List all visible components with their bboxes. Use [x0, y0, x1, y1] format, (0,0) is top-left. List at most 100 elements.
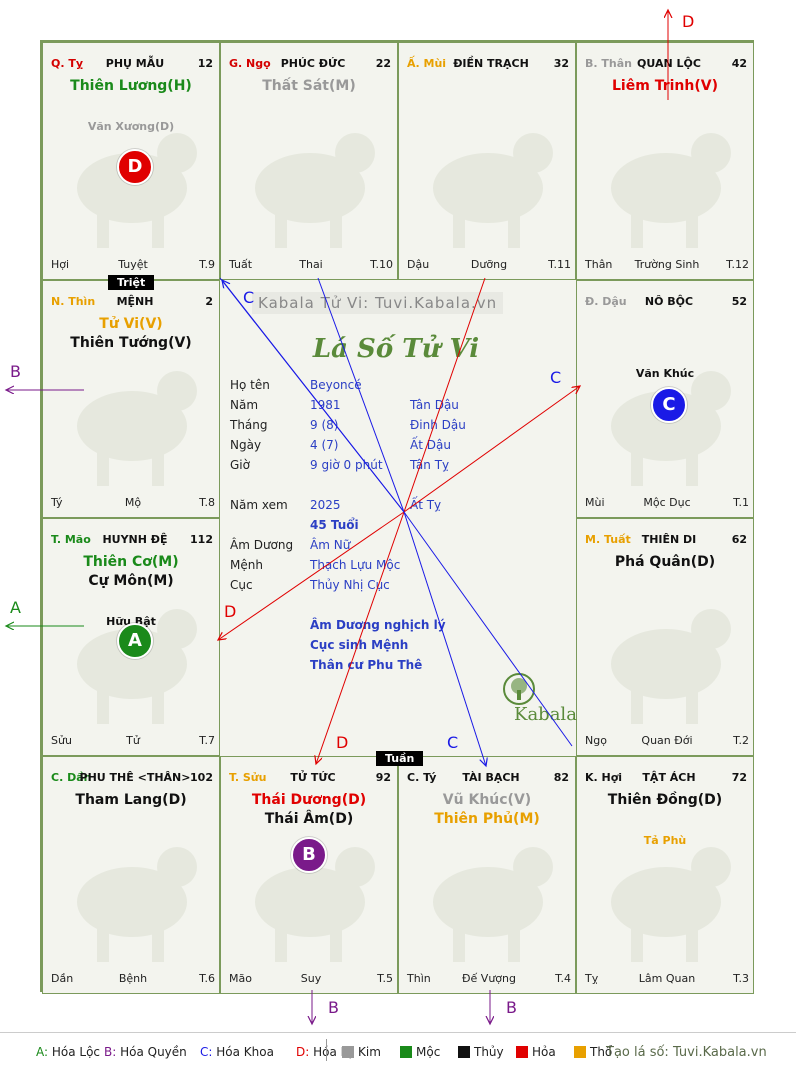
life-branch: Mùi	[585, 496, 605, 509]
life-branch: Mão	[229, 972, 252, 985]
element-legend: Thủy	[458, 1045, 504, 1059]
main-star: Cự Môn(M)	[88, 573, 174, 589]
zodiac-silhouette-icon	[611, 847, 731, 962]
info-value-alt: Tân Tỵ	[410, 458, 450, 472]
info-label: Giờ	[230, 458, 250, 472]
life-stage: Bệnh	[118, 972, 148, 985]
palace-branch: C. Tý	[407, 771, 437, 784]
period: T.5	[377, 972, 393, 985]
palace-number: 62	[731, 533, 747, 546]
footer-credit: Tạo lá số: Tuvi.Kabala.vn	[606, 1045, 767, 1060]
legend-item: B: Hóa Quyền	[104, 1045, 187, 1059]
life-stage: Dưỡng	[470, 258, 508, 271]
period: T.9	[199, 258, 215, 271]
palace-name: PHÚC ĐỨC	[280, 57, 346, 70]
life-stage: Thai	[299, 258, 323, 271]
main-star: Vũ Khúc(V)	[442, 792, 532, 808]
transformation-line	[317, 277, 405, 513]
zodiac-silhouette-icon	[255, 847, 375, 962]
life-stage: Trường Sinh	[634, 258, 700, 271]
legend-item: A: Hóa Lộc	[36, 1045, 101, 1059]
element-legend: Kim	[342, 1045, 381, 1059]
life-branch: Tuất	[229, 258, 253, 271]
palace-branch: T. Mão	[51, 533, 91, 546]
triet-tag: Triệt	[108, 275, 155, 290]
info-value-alt: Tân Dậu	[410, 398, 459, 412]
arrow-label-left-mid: A	[10, 598, 21, 617]
palace-branch: T. Sửu	[229, 771, 267, 784]
info-label: Ngày	[230, 438, 262, 452]
life-stage: Đế Vượng	[462, 972, 516, 985]
note: Âm Dương nghịch lý	[310, 618, 446, 632]
line-label-d2: D	[336, 733, 349, 752]
main-star: Thái Dương(D)	[251, 792, 367, 808]
palace-number: 12	[197, 57, 213, 70]
life-stage: Mộc Dục	[643, 496, 691, 509]
info-label: Họ tên	[230, 378, 270, 392]
transformation-badge: C	[651, 387, 687, 423]
info-label: Năm xem	[230, 498, 288, 512]
element-swatch-icon	[574, 1046, 586, 1058]
main-star: Thiên Tướng(V)	[70, 335, 192, 351]
palace-branch: Ấ. Mùi	[407, 57, 447, 70]
transformation-badge: B	[291, 837, 327, 873]
info-value: Thủy Nhị Cục	[310, 578, 390, 592]
info-value: Beyoncé	[310, 378, 362, 392]
main-star: Phá Quân(D)	[614, 554, 716, 570]
line-label-c1: C	[243, 288, 255, 307]
center-info: Kabala Tử Vi: Tuvi.Kabala.vn Lá Số Tử Vi…	[218, 278, 577, 754]
info-value: 2025	[310, 498, 341, 512]
palace-number: 22	[375, 57, 391, 70]
info-value-alt: Đinh Dậu	[410, 418, 466, 432]
arrow-label-bottom-left: B	[328, 998, 339, 1017]
palace-branch: Đ. Dậu	[585, 295, 627, 308]
main-stars: Thiên Lương(H)	[43, 77, 219, 96]
palace-branch: G. Ngọ	[229, 57, 271, 70]
period: T.6	[199, 972, 215, 985]
element-swatch-icon	[458, 1046, 470, 1058]
palace-branch: Q. Tỵ	[51, 57, 84, 70]
main-stars: Tham Lang(D)	[43, 791, 219, 810]
element-legend: Thổ	[574, 1045, 612, 1059]
transformation-line	[316, 511, 405, 764]
zodiac-silhouette-icon	[77, 371, 197, 486]
palace-name: NÔ BỘC	[644, 295, 694, 308]
element-swatch-icon	[516, 1046, 528, 1058]
life-branch: Tỵ	[585, 972, 599, 985]
palace-name: TẬT ÁCH	[642, 771, 696, 784]
palace-number: 102	[190, 771, 213, 784]
arrow-label-left-top: B	[10, 362, 21, 381]
legend-item: C: Hóa Khoa	[200, 1045, 274, 1059]
main-stars: Thái Dương(D) Thái Âm(D)	[221, 791, 397, 829]
palace-number: 92	[375, 771, 391, 784]
main-stars: Thất Sát(M)	[221, 77, 397, 96]
main-star: Thái Âm(D)	[264, 811, 354, 827]
zodiac-silhouette-icon	[433, 847, 553, 962]
arrow-label-bottom-right: B	[506, 998, 517, 1017]
transformation-line	[403, 277, 486, 513]
line-label-d1: D	[224, 602, 237, 621]
period: T.10	[370, 258, 393, 271]
period: T.1	[733, 496, 749, 509]
zodiac-silhouette-icon	[77, 847, 197, 962]
palace-name: PHỤ MẪU	[105, 57, 165, 70]
palace-name: PHU THÊ <THÂN>	[79, 771, 191, 784]
info-label: Âm Dương	[230, 538, 294, 552]
transformation-line	[218, 511, 405, 640]
zodiac-silhouette-icon	[77, 133, 197, 248]
main-star: Tham Lang(D)	[75, 792, 187, 808]
tuan-tag: Tuần	[376, 751, 424, 766]
minor-star: Văn Xương(D)	[87, 120, 175, 133]
life-stage: Tuyệt	[118, 258, 148, 271]
zodiac-silhouette-icon	[255, 133, 375, 248]
minor-star: Tả Phù	[643, 834, 687, 847]
palace-number: 82	[553, 771, 569, 784]
palace-branch: K. Hợi	[585, 771, 623, 784]
